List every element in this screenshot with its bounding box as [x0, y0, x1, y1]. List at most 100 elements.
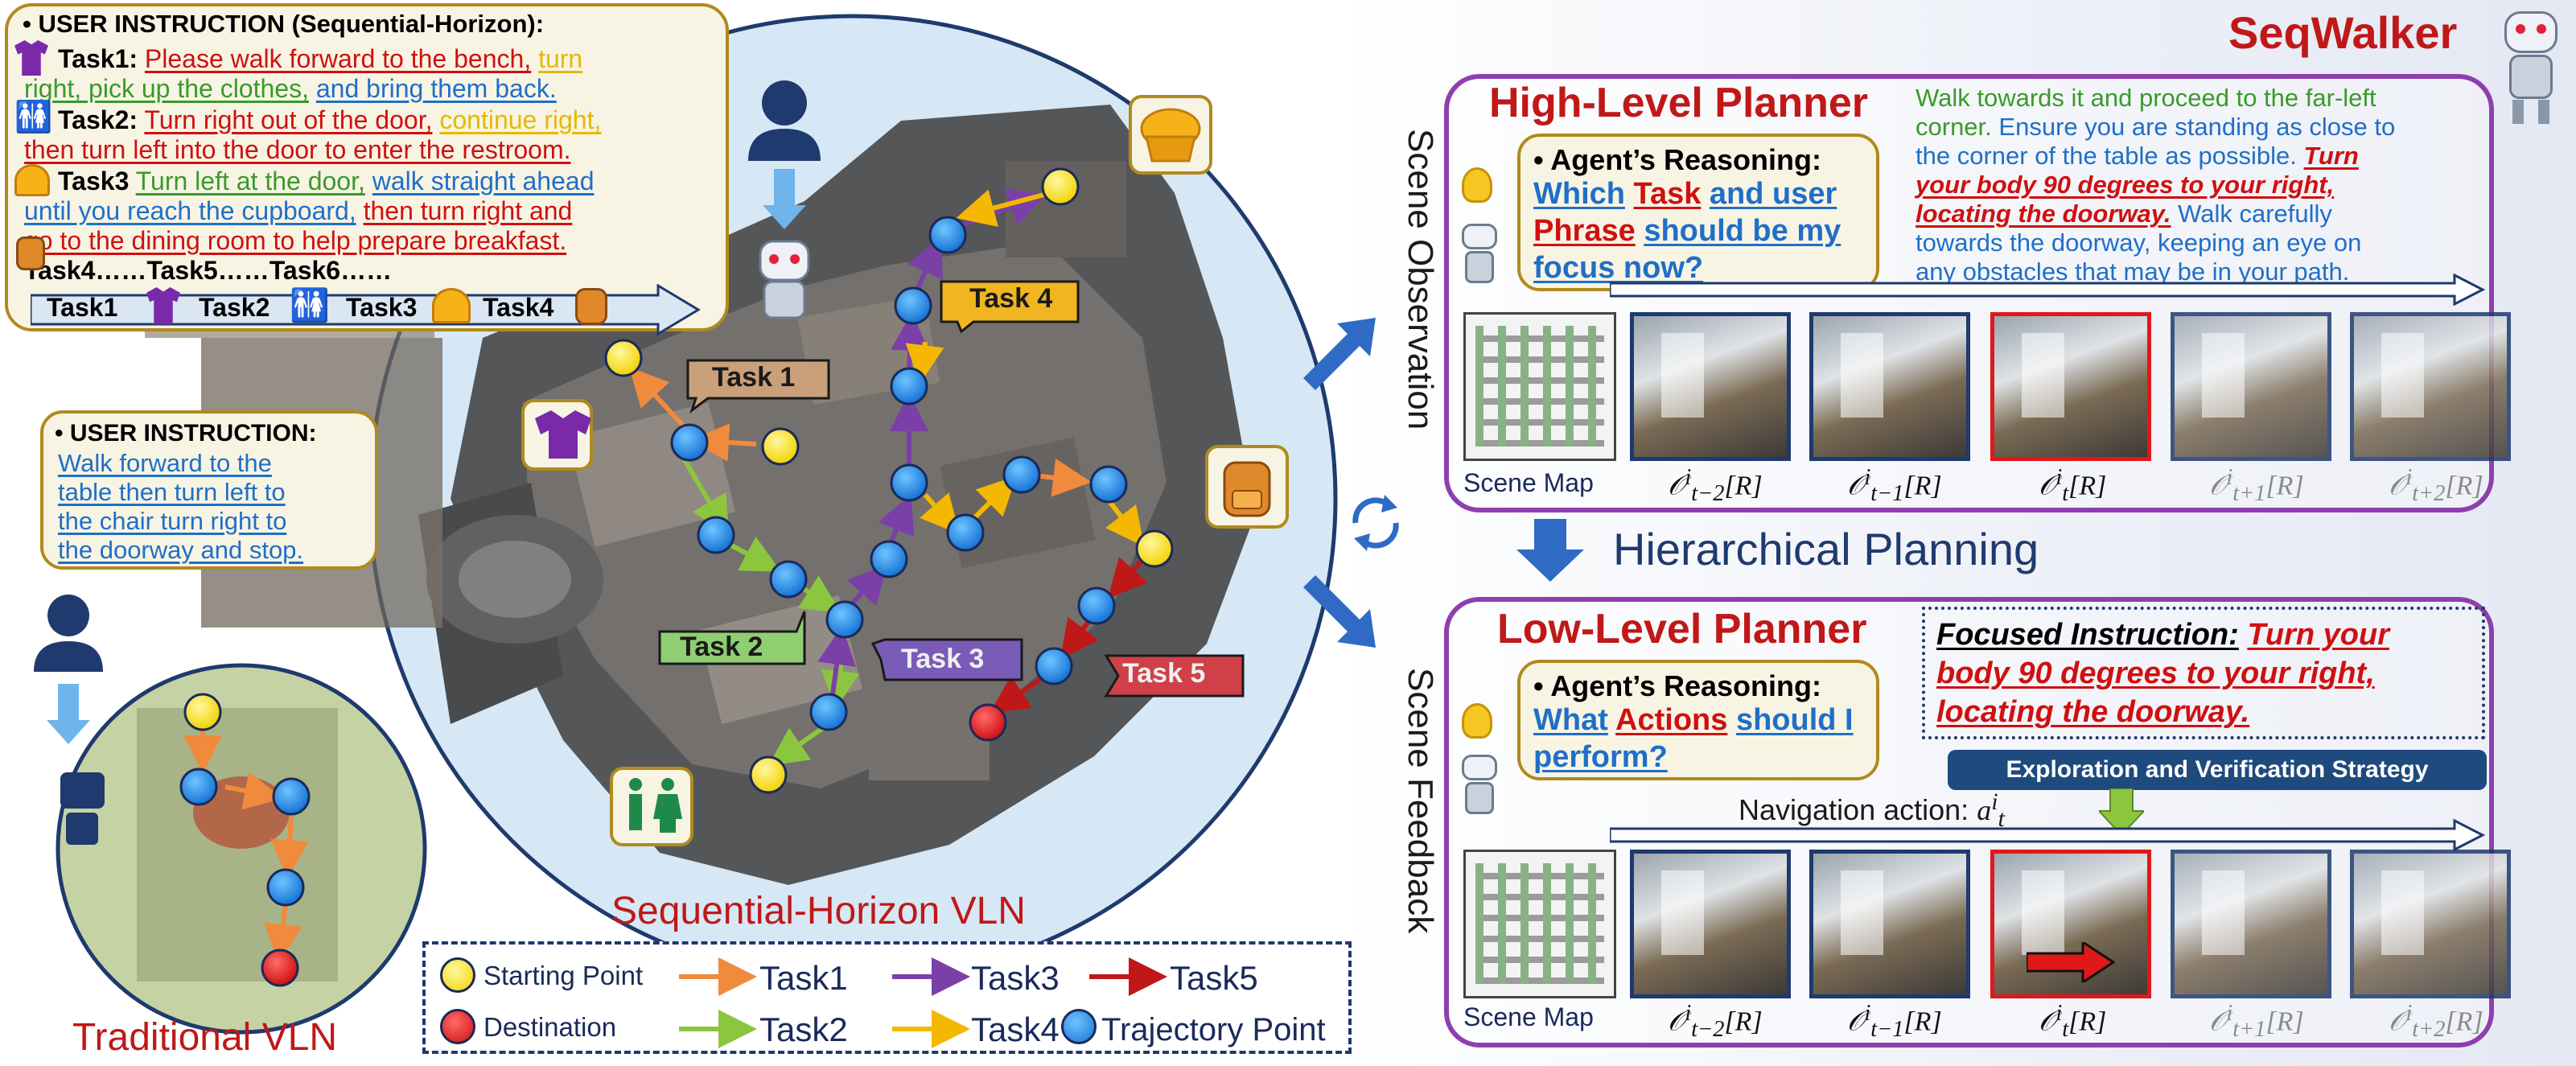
high-lightbulb-icon	[1462, 167, 1492, 203]
high-obs-t+2	[2350, 312, 2511, 461]
low-reasoning-box: • Agent’s Reasoning: What Actions should…	[1517, 660, 1879, 780]
low-obs-t-1	[1809, 850, 1970, 998]
task1-label: Task 1	[712, 362, 796, 393]
task1-path	[628, 367, 757, 463]
task1-instruction-cont: right, pick up the clothes, and bring th…	[24, 74, 557, 103]
low-obs-label-t-1: 𝒪it−1[R]	[1847, 1001, 1942, 1043]
backpack-icon	[1205, 445, 1289, 529]
flow-arrows	[1303, 318, 1376, 648]
cycle-icon	[1352, 495, 1399, 551]
muffin-icon	[1129, 95, 1212, 175]
legend: Starting Point Destination Task1 Task2 T…	[422, 941, 1352, 1054]
focused-line3: locating the doorway.	[1936, 695, 2250, 729]
high-guidance-line5: locating the doorway. Walk carefully	[1916, 200, 2332, 228]
high-robot-icon	[1457, 224, 1502, 288]
task2-label: Task 2	[680, 632, 763, 662]
sequential-vln-caption: Sequential-Horizon VLN	[611, 890, 1026, 932]
high-guidance-line3: the corner of the table as possible. Tur…	[1916, 142, 2359, 170]
high-obs-label-t-1: 𝒪it−1[R]	[1847, 465, 1942, 507]
restroom-icon	[610, 767, 693, 846]
robot-icon	[60, 240, 810, 845]
high-guidance-line1: Walk towards it and proceed to the far-l…	[1916, 84, 2376, 112]
trajectory-points	[179, 216, 1128, 907]
high-obs-t-2	[1630, 312, 1791, 461]
task4-backpack-icon	[16, 237, 45, 270]
low-reasoning-heading: • Agent’s Reasoning:	[1533, 669, 1821, 702]
low-level-planner-panel: Low-Level Planner • Agent’s Reasoning: W…	[1444, 597, 2511, 1047]
sequence-task2: Task2	[199, 293, 270, 322]
task-label-shapes	[658, 280, 1245, 698]
scene-svg	[34, 14, 1338, 1035]
high-obs-label-t: 𝒪it[R]	[2039, 465, 2107, 507]
high-timeline-arrow	[1610, 274, 2486, 306]
legend-task5: Task5	[1170, 959, 1258, 997]
high-reasoning-q2: Phrase should be my	[1533, 214, 1841, 248]
legend-task2: Task2	[759, 1010, 848, 1048]
traditional-vln-caption: Traditional VLN	[72, 1016, 338, 1059]
nav-action-label: Navigation action: ait	[1739, 788, 2005, 833]
strategy-badge: Exploration and Verification Strategy	[1948, 750, 2487, 790]
low-obs-t-2	[1630, 850, 1791, 998]
high-guidance-line2: corner. Ensure you are standing as close…	[1916, 113, 2396, 141]
high-obs-t+1	[2171, 312, 2331, 461]
high-reasoning-q3: focus now?	[1533, 251, 1704, 285]
low-robot-icon	[1457, 755, 1502, 819]
low-scene-map	[1463, 850, 1616, 998]
focused-instruction-box: Focused Instruction: Turn your body 90 d…	[1922, 607, 2485, 739]
traditional-path	[183, 728, 310, 963]
action-arrow-icon	[2027, 942, 2115, 982]
low-obs-t+2	[2350, 850, 2511, 998]
task3-instruction-cont2: go to the dining room to help prepare br…	[24, 226, 567, 255]
low-obs-t	[1990, 850, 2151, 998]
high-obs-label-t-2: 𝒪it−2[R]	[1668, 465, 1763, 507]
task-sequence-arrow	[31, 284, 701, 336]
high-scene-map-label: Scene Map	[1463, 468, 1594, 497]
legend-traj-dot	[1061, 1009, 1097, 1044]
low-scene-map-label: Scene Map	[1463, 1002, 1594, 1031]
seqwalker-robot-icon	[2490, 5, 2570, 126]
legend-trajectory-point: Trajectory Point	[1101, 1012, 1326, 1047]
legend-dest-dot	[440, 1009, 475, 1044]
legend-start-dot	[440, 957, 475, 993]
seq-heading: • USER INSTRUCTION (Sequential-Horizon):	[23, 10, 545, 38]
high-reasoning-q1: Which Task and user	[1533, 177, 1837, 211]
legend-task3: Task3	[971, 959, 1060, 997]
low-obs-label-t-2: 𝒪it−2[R]	[1668, 1001, 1763, 1043]
scene-observation-label: Scene Observation	[1401, 129, 1440, 430]
low-lightbulb-icon	[1462, 703, 1492, 739]
hierarchical-planning-label: Hierarchical Planning	[1613, 524, 2039, 574]
task1-instruction: Task1: Please walk forward to the bench,…	[58, 44, 583, 73]
destination-points	[261, 703, 1007, 987]
task3-instruction-cont: until you reach the cupboard, then turn …	[24, 196, 573, 225]
trad-line-3: the chair turn right to	[58, 507, 287, 535]
task3-muffin-icon	[14, 164, 50, 196]
low-obs-t+1	[2171, 850, 2331, 998]
legend-destination: Destination	[484, 1012, 617, 1042]
high-guidance-line6: towards the doorway, keeping an eye on	[1916, 228, 2362, 257]
high-reasoning-heading: • Agent’s Reasoning:	[1533, 143, 1821, 176]
high-obs-t	[1990, 312, 2151, 461]
low-obs-label-t+1: 𝒪it+1[R]	[2209, 1001, 2304, 1043]
low-timeline-arrow	[1610, 819, 2486, 851]
task2-restroom-icon: 🚻	[14, 101, 53, 134]
low-reasoning-q1: What Actions should I	[1533, 703, 1854, 737]
nav-action-down-arrow	[2099, 788, 2144, 837]
high-level-title: High-Level Planner	[1489, 80, 1868, 126]
high-guidance-line4: your body 90 degrees to your right,	[1916, 171, 2335, 199]
task3-instruction: Task3 Turn left at the door, walk straig…	[58, 167, 595, 196]
low-obs-label-t: 𝒪it[R]	[2039, 1001, 2107, 1043]
sequence-task3: Task3	[346, 293, 418, 322]
sequence-backpack-icon	[575, 288, 607, 325]
traditional-instruction-box: • USER INSTRUCTION: Walk forward to the …	[40, 410, 378, 570]
user-icon	[34, 80, 821, 672]
task2-instruction: Task2: Turn right out of the door, conti…	[58, 105, 602, 134]
task4-label: Task 4	[969, 283, 1053, 314]
shirt-icon	[521, 399, 593, 471]
sequence-task1: Task1	[47, 293, 118, 322]
trad-heading: • USER INSTRUCTION:	[55, 420, 317, 447]
high-obs-label-t+1: 𝒪it+1[R]	[2209, 465, 2304, 507]
focused-line2: body 90 degrees to your right,	[1936, 656, 2375, 690]
task5-label: Task 5	[1122, 658, 1206, 689]
sequential-instruction-box: • USER INSTRUCTION (Sequential-Horizon):…	[5, 3, 729, 336]
high-reasoning-box: • Agent’s Reasoning: Which Task and user…	[1517, 134, 1879, 291]
